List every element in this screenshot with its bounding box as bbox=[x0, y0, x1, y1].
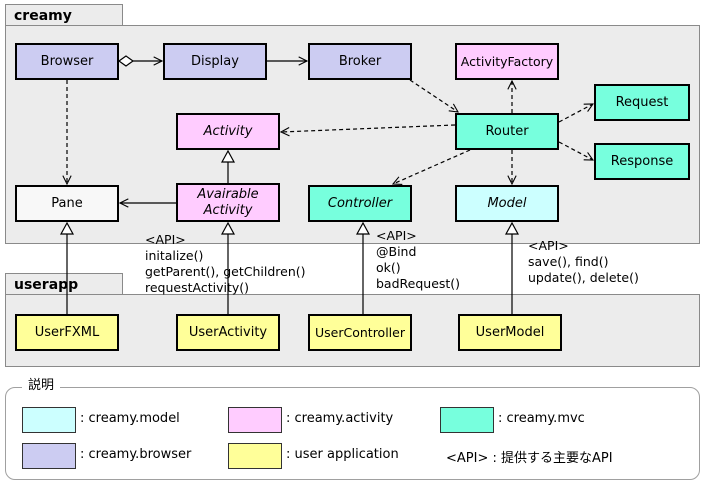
class-activity[interactable]: Activity bbox=[176, 113, 280, 150]
legend-swatch-model bbox=[22, 407, 76, 433]
package-tab-userapp: userapp bbox=[5, 273, 123, 295]
legend-swatch-browser bbox=[22, 443, 76, 469]
legend-swatch-mvc bbox=[440, 407, 494, 433]
class-avairable-activity[interactable]: Avairable Activity bbox=[176, 183, 280, 222]
legend-frame bbox=[5, 387, 700, 480]
legend-label-api: <API> : 提供する主要なAPI bbox=[446, 451, 613, 466]
class-activity-factory[interactable]: ActivityFactory bbox=[455, 43, 559, 80]
api-note-controller: <API> @Bind ok() badRequest() bbox=[376, 228, 461, 291]
legend-label-activity: : creamy.activity bbox=[286, 411, 394, 426]
class-router[interactable]: Router bbox=[455, 113, 559, 150]
class-display[interactable]: Display bbox=[163, 43, 267, 80]
legend-label-model: : creamy.model bbox=[80, 411, 180, 426]
class-user-activity[interactable]: UserActivity bbox=[176, 314, 280, 351]
class-model[interactable]: Model bbox=[455, 185, 559, 222]
api-note-activity: <API> initalize() getParent(), getChildr… bbox=[145, 232, 306, 295]
legend-label-user: : user application bbox=[286, 447, 399, 462]
class-controller[interactable]: Controller bbox=[308, 185, 412, 222]
class-request[interactable]: Request bbox=[594, 84, 690, 121]
api-note-model: <API> save(), find() update(), delete() bbox=[528, 238, 639, 285]
legend-title: 説明 bbox=[22, 374, 61, 393]
class-user-fxml[interactable]: UserFXML bbox=[15, 314, 119, 351]
legend-swatch-activity bbox=[228, 407, 282, 433]
class-broker[interactable]: Broker bbox=[308, 43, 412, 80]
legend-swatch-user bbox=[228, 443, 282, 469]
class-browser[interactable]: Browser bbox=[15, 43, 119, 80]
legend-label-browser: : creamy.browser bbox=[80, 447, 192, 462]
class-response[interactable]: Response bbox=[594, 143, 690, 180]
legend-label-mvc: : creamy.mvc bbox=[498, 411, 585, 426]
class-pane[interactable]: Pane bbox=[15, 185, 119, 222]
class-user-controller[interactable]: UserController bbox=[308, 314, 412, 351]
package-tab-creamy: creamy bbox=[5, 4, 123, 26]
class-user-model[interactable]: UserModel bbox=[458, 314, 562, 351]
